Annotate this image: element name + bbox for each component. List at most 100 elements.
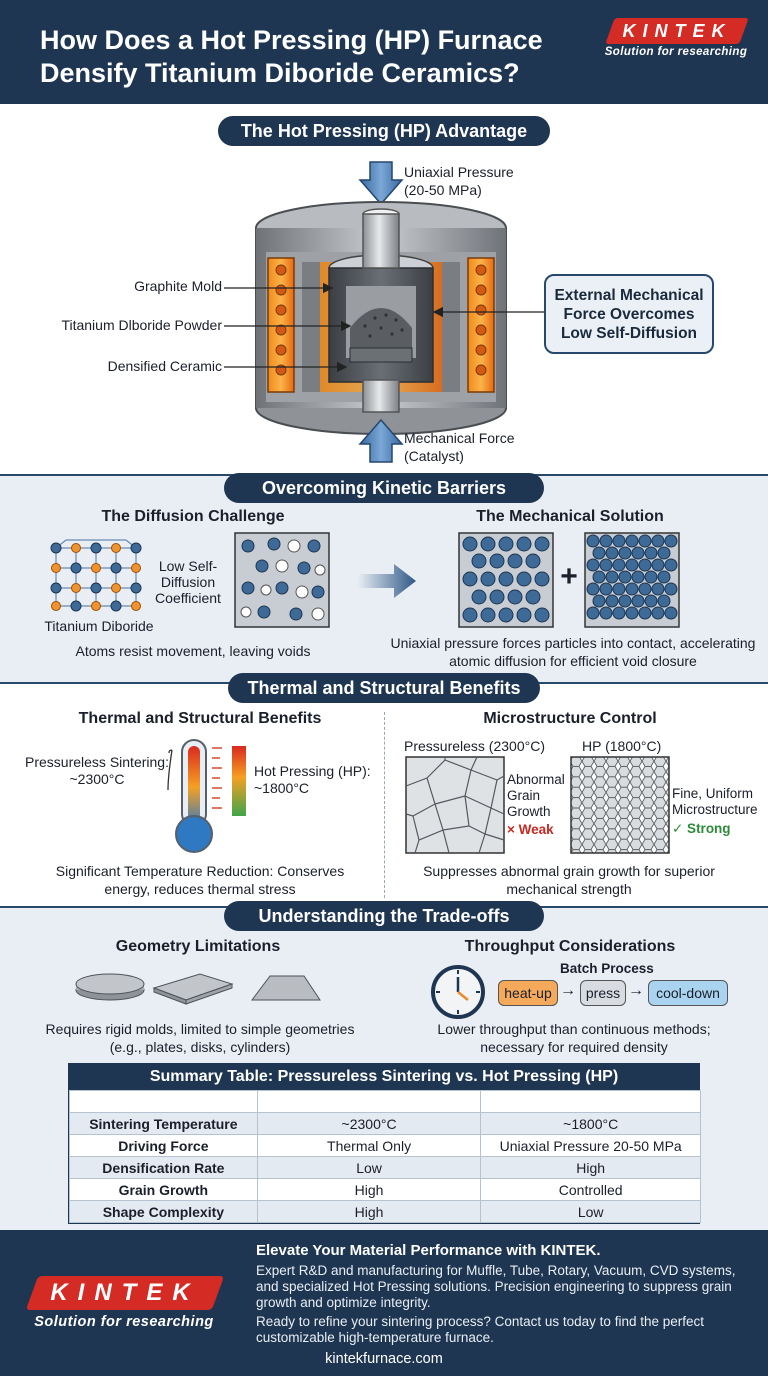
tradeoffs-heading: Understanding the Trade-offs [224,901,544,931]
callout-mechanical-force: External Mechanical Force Overcomes Low … [544,274,714,354]
logo-wordmark: KINTEK [622,21,732,41]
footer-brand-logo[interactable]: KINTEK Solution for researching [14,1276,234,1336]
force-bottom-text: Mechanical Force [404,430,515,446]
col-header: Feature [69,1090,258,1113]
table-cell: Controlled [480,1178,701,1201]
throughput-title: Throughput Considerations [464,938,676,955]
fine-grain-micrograph [570,756,670,854]
thermal-caption: Significant Temperature Reduction: Conse… [55,863,345,897]
brand-logo[interactable]: KINTEK Solution for researching [596,14,756,64]
diffusion-caption: Atoms resist movement, leaving voids [75,643,311,659]
diffusion-challenge-title: The Diffusion Challenge [101,508,285,525]
table-cell: Low [256,1156,482,1179]
table-cell: High [256,1200,482,1223]
hp-label-text: Hot Pressing (HP): [254,763,371,779]
pressure-arrow-up-icon [358,418,404,463]
table-cell: High [480,1156,701,1179]
label-mechanical-force: Mechanical Force (Catalyst) [404,429,515,465]
table-cell: Densification Rate [69,1156,258,1179]
fine-microstructure-label: Fine, Uniform Microstructure [672,786,758,817]
abnormal-growth-label: Abnormal Grain Growth [507,772,565,819]
geometry-caption: Requires rigid molds, limited to simple … [45,1021,355,1055]
thermal-title: Thermal and Structural Benefits [78,710,322,727]
summary-table: Summary Table: Pressureless Sintering vs… [68,1063,701,1224]
throughput-caption: Lower throughput than continuous methods… [437,1021,711,1055]
footer-logo-wordmark: KINTEK [50,1279,200,1306]
table-cell: Sintering Temperature [69,1112,258,1135]
pressure-top-range: (20-50 MPa) [404,182,482,198]
batch-process-label: Batch Process [560,961,654,976]
hp-temp-value: ~1800°C [254,780,310,796]
step-press: press [580,980,626,1006]
microstructure-caption: Suppresses abnormal grain growth for sup… [423,863,715,897]
label-densified-ceramic: Densified Ceramic [107,358,222,374]
table-cell: Uniaxial Pressure 20-50 MPa [480,1134,701,1157]
table-grid: Feature Pressureless Sintering Hot Press… [69,1090,701,1223]
label-graphite-mold: Graphite Mold [134,278,222,294]
plus-sign: + [560,560,578,593]
label-uniaxial-pressure: Uniaxial Pressure (20-50 MPa) [404,163,514,199]
thermometer-icon [167,739,246,853]
table-row: Sintering Temperature~2300°C~1800°C [69,1112,701,1135]
logo-tagline: Solution for researching [604,46,748,58]
geometry-shapes-icon [75,973,321,1005]
strong-label: ✓ Strong [672,821,731,836]
pressureless-grain-header: Pressureless (2300°C) [404,738,545,754]
crystal-lattice-icon [50,539,142,612]
footer-url-link[interactable]: kintekfurnace.com [325,1351,443,1367]
footer-logo-tagline: Solution for researching [34,1314,214,1330]
voids-box [234,532,330,628]
col-header: Pressureless Sintering [256,1090,482,1113]
flow-arrow-icon: → [628,982,644,999]
table-title: Summary Table: Pressureless Sintering vs… [69,1064,699,1090]
coarse-grain-micrograph [405,756,505,854]
packed-particles-box [584,532,680,628]
hp-temp-label: Hot Pressing (HP): ~1800°C [254,763,374,797]
table-cell: Driving Force [69,1134,258,1157]
header-banner [0,0,768,104]
pressure-top-text: Uniaxial Pressure [404,164,514,180]
crystal-label: Titanium Diboride [44,618,154,634]
table-cell: Shape Complexity [69,1200,258,1223]
section-divider [384,712,385,898]
clock-icon [431,965,485,1019]
pressureless-temp-label: Pressureless Sintering: ~2300°C [22,754,172,788]
table-header-row: Feature Pressureless Sintering Hot Press… [69,1090,701,1113]
geometry-title: Geometry Limitations [115,938,281,955]
weak-label: × Weak [507,822,554,837]
table-cell: High [256,1178,482,1201]
footer-headline: Elevate Your Material Performance with K… [256,1242,601,1259]
table-cell: ~2300°C [256,1112,482,1135]
mechanical-solution-title: The Mechanical Solution [476,508,664,525]
kinetic-heading: Overcoming Kinetic Barriers [224,473,544,503]
pressureless-label-text: Pressureless Sintering: [25,754,169,770]
col-header: Hot Pressing (HP) [480,1090,701,1113]
hp-grain-header: HP (1800°C) [582,738,662,754]
step-heat-up: heat-up [498,980,558,1006]
pressure-arrow-down-icon [358,161,404,206]
table-cell: Grain Growth [69,1178,258,1201]
loose-particles-box [458,532,554,628]
force-bottom-sub: (Catalyst) [404,448,464,464]
table-cell: Thermal Only [256,1134,482,1157]
benefits-heading: Thermal and Structural Benefits [228,673,540,703]
step-cool-down: cool-down [648,980,728,1006]
footer-cta: Ready to refine your sintering process? … [256,1314,704,1345]
footer-description: Expert R&D and manufacturing for Muffle,… [256,1263,736,1310]
diffusion-coefficient-label: Low Self-Diffusion Coefficient [155,558,221,606]
label-tib2-powder: Titanium Dlboride Powder [61,317,222,333]
transition-arrow-icon [358,564,416,598]
table-cell: ~1800°C [480,1112,701,1135]
microstructure-title: Microstructure Control [483,710,657,727]
pressureless-temp-value: ~2300°C [69,771,125,787]
table-cell: Low [480,1200,701,1223]
furnace-diagram [255,161,507,463]
mechanical-caption: Uniaxial pressure forces particles into … [390,635,756,669]
leader-lines [224,282,352,373]
hp-advantage-heading: The Hot Pressing (HP) Advantage [218,116,550,146]
flow-arrow-icon: → [560,982,576,999]
